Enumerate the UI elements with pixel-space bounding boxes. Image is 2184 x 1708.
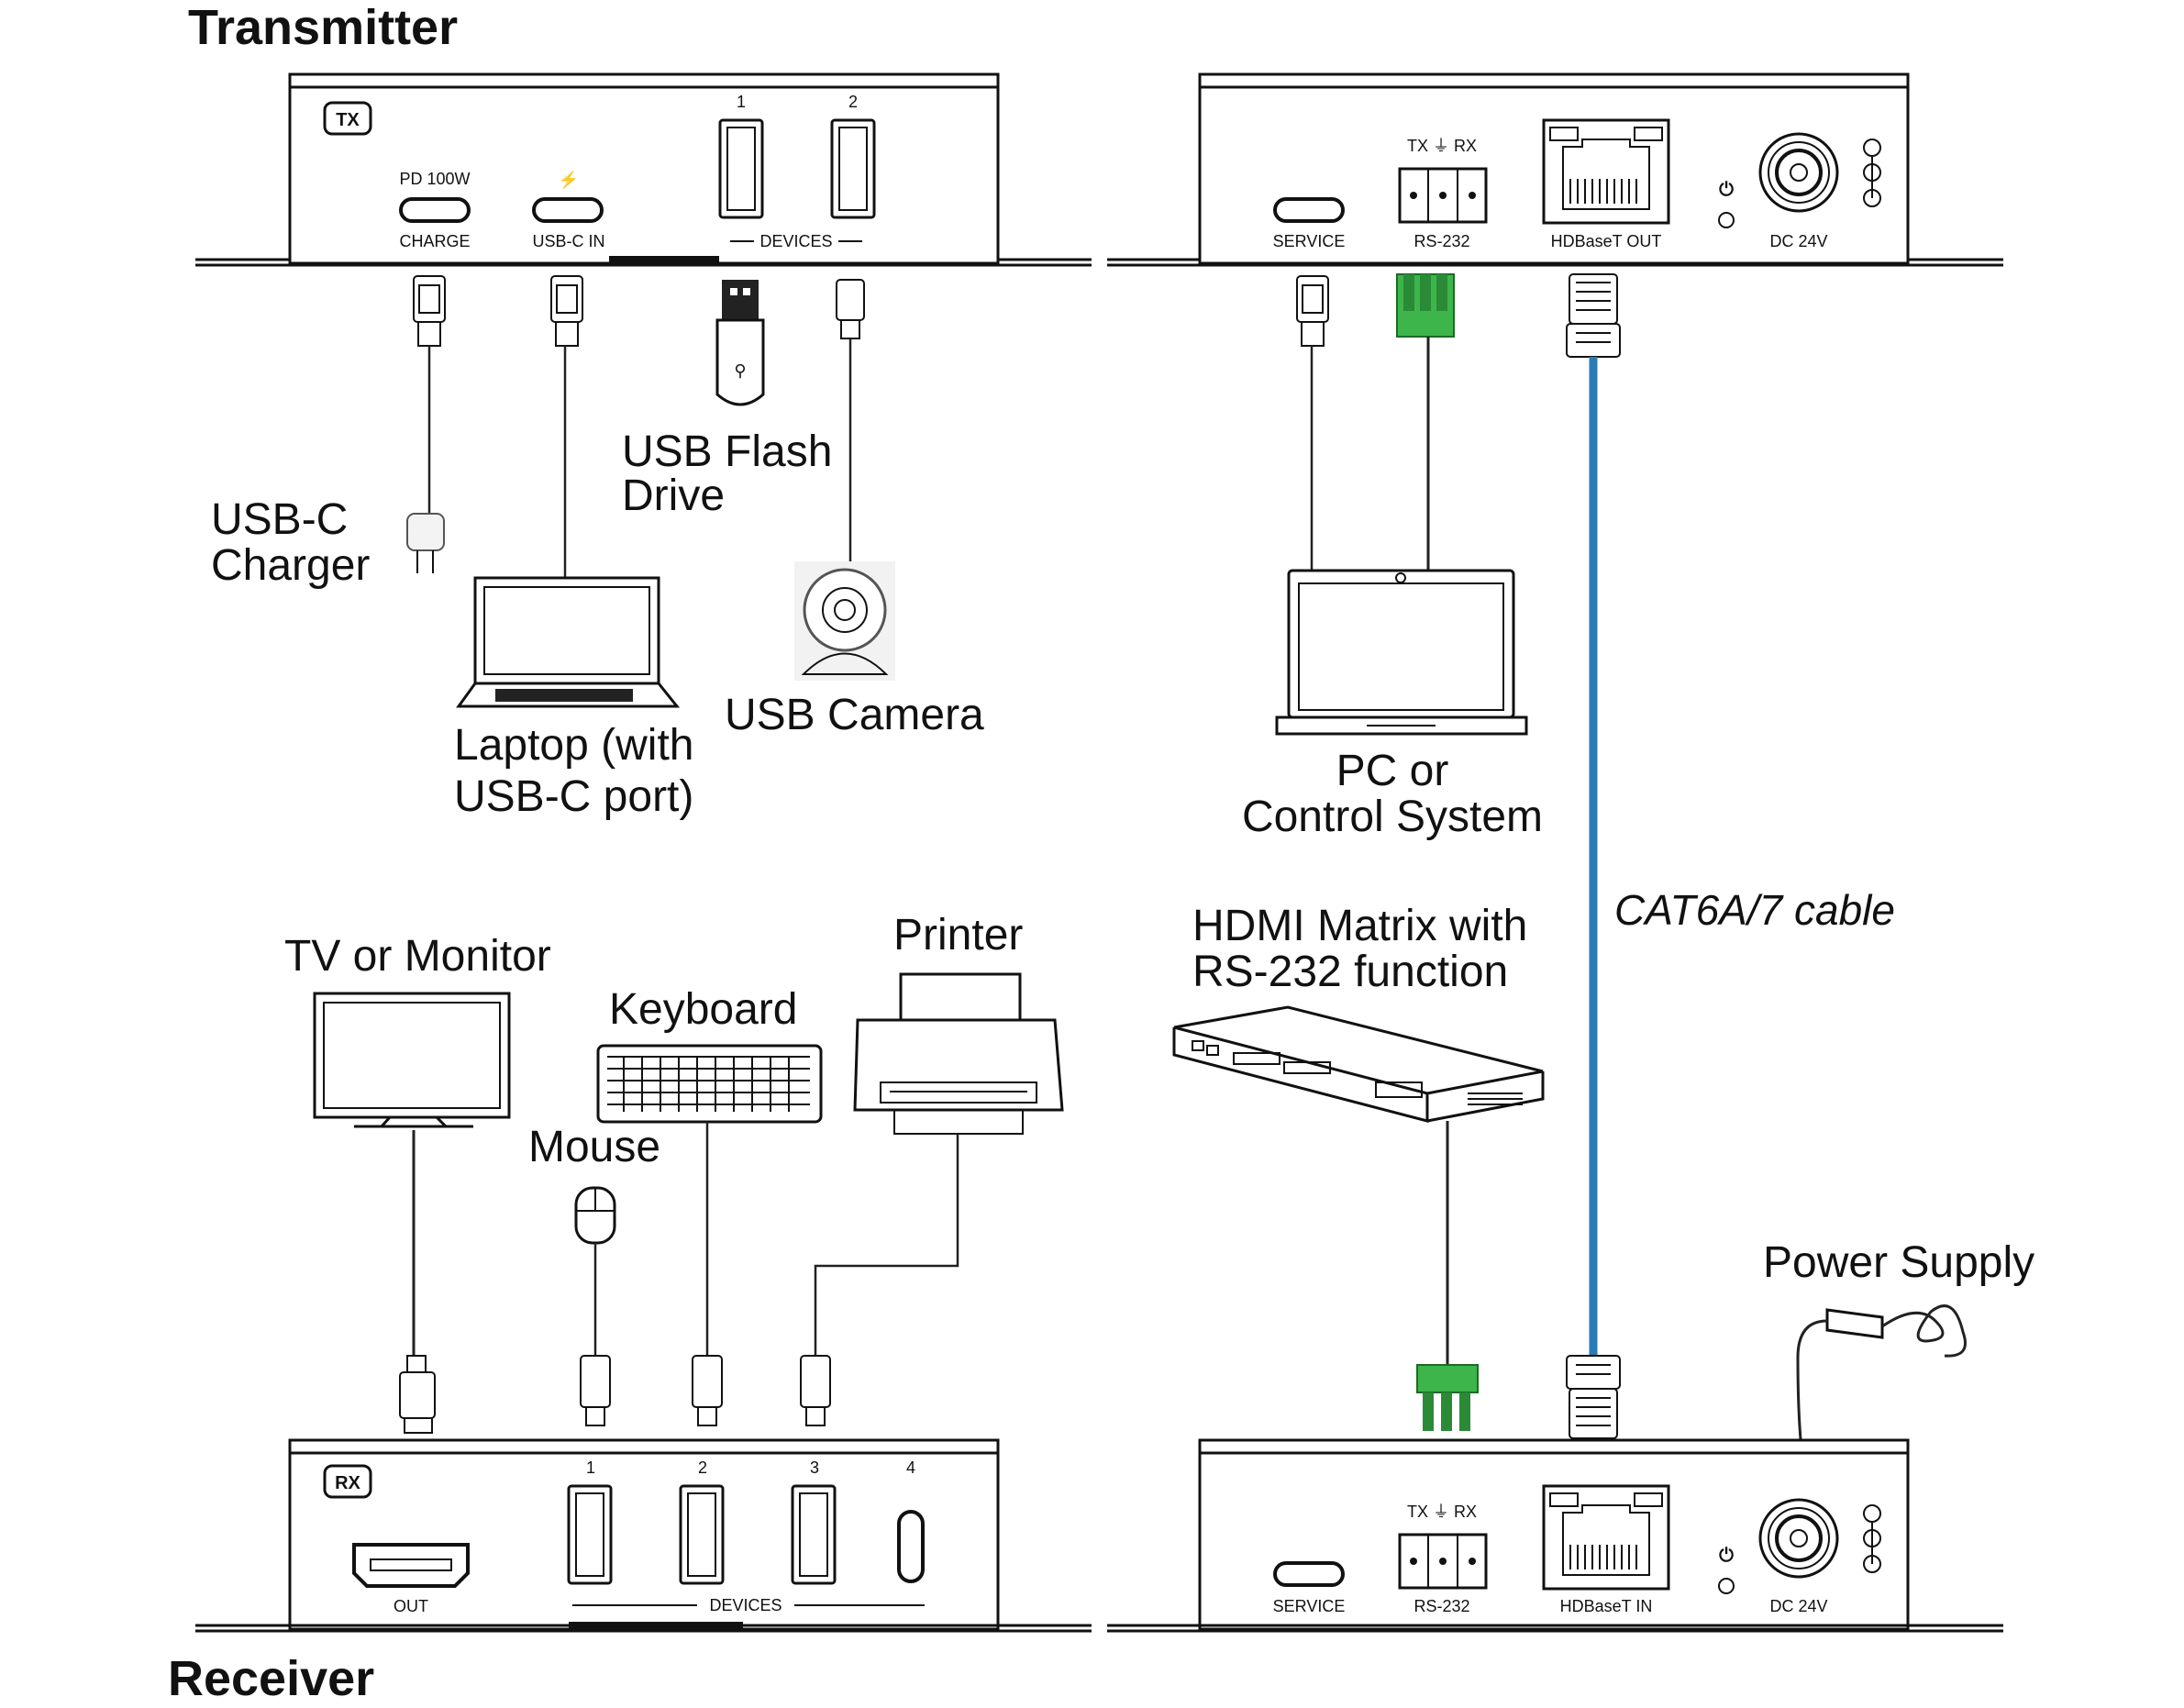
tx-front-panel: TX PD 100W CHARGE ⚡ USB-C IN 1 2 DEVICES: [195, 72, 1092, 267]
tx-usb-a-port-1-icon: [718, 118, 764, 219]
cat6-cable-label: CAT6A/7 cable: [1614, 886, 1895, 934]
tv-label: TV or Monitor: [284, 932, 551, 981]
usb-flash-label-line2: Drive: [622, 471, 725, 520]
rx-out-label: OUT: [394, 1597, 428, 1615]
mouse-icon: [574, 1186, 616, 1245]
rx-service-port-icon: [1273, 1561, 1345, 1587]
tx-rj45-port-icon: [1542, 118, 1670, 225]
rx-back-panel: SERVICE TX ⏚ RX RS-232 HDBaseT IN ⏻ DC 2…: [1107, 1438, 2003, 1633]
tx-service-port-icon: [1273, 197, 1345, 223]
tx-badge-text: TX: [336, 110, 360, 130]
laptop-cable: [550, 275, 583, 578]
rx-power-symbol-icon: ⏻: [1719, 1546, 1734, 1566]
usbc-charge-port-icon: [399, 197, 471, 223]
lightning-icon: ⚡: [559, 170, 579, 190]
rx-port-4-label: 4: [906, 1458, 915, 1477]
rx-indicator-icon: [1718, 1578, 1735, 1594]
keyboard-label: Keyboard: [609, 985, 797, 1034]
rx-usb-a-port-3-icon: [791, 1484, 837, 1585]
hdmi-matrix-label-line1: HDMI Matrix with: [1192, 902, 1527, 950]
usb-camera-icon: [794, 561, 895, 681]
rx-badge: [323, 1464, 372, 1499]
pc-usbc-cable: [1296, 275, 1329, 571]
rx-usb-a-port-2-icon: [679, 1484, 725, 1585]
usbc-in-label: USB-C IN: [532, 232, 604, 250]
matrix-rs232-cable: [1416, 1121, 1479, 1431]
rx-port-2-label: 2: [698, 1458, 707, 1477]
printer-icon: [853, 972, 1064, 1135]
pc-rs232-cable: [1396, 273, 1455, 571]
tx-rs232-terminal-icon: [1398, 167, 1488, 224]
rx-rs232-pins-label: TX ⏚ RX: [1407, 1503, 1477, 1521]
tx-service-label: SERVICE: [1273, 232, 1346, 250]
rx-usb-plugs: [580, 1355, 831, 1426]
svg-text:⚲: ⚲: [734, 361, 746, 380]
power-supply-label: Power Supply: [1763, 1238, 2034, 1287]
laptop-icon: [456, 576, 681, 708]
rx-usb-a-port-1-icon: [567, 1484, 613, 1585]
tv-hdmi-cable: [399, 1130, 436, 1434]
charge-label: CHARGE: [399, 232, 470, 250]
usb-flash-label-line1: USB Flash: [622, 427, 832, 476]
printer-label: Printer: [893, 911, 1023, 959]
usbc-charger-label-line1: USB-C: [211, 495, 348, 544]
polarity-minus-icon: [1863, 189, 1881, 207]
pc-icon: [1275, 569, 1528, 736]
rx-badge-text: RX: [335, 1473, 360, 1493]
tx-devices-label: DEVICES: [759, 232, 832, 250]
laptop-label-line2: USB-C port): [454, 772, 693, 821]
tx-port-2-label: 2: [848, 93, 858, 111]
hdmi-out-port-icon: [352, 1543, 470, 1588]
tx-usb-a-port-2-icon: [830, 118, 876, 219]
rx-usbc-port-4-icon: [897, 1510, 925, 1583]
tx-hdbaset-label: HDBaseT OUT: [1551, 232, 1662, 250]
rx-service-label: SERVICE: [1273, 1597, 1346, 1615]
tx-rs232-pins-label: TX ⏚ RX: [1407, 137, 1477, 155]
laptop-label-line1: Laptop (with: [454, 721, 694, 770]
power-symbol-icon: ⏻: [1719, 180, 1734, 200]
rj45-plug-bottom-icon: [1569, 1388, 1618, 1439]
mouse-label: Mouse: [528, 1123, 660, 1171]
usb-camera-cable: [836, 279, 865, 561]
transmitter-title: Transmitter: [188, 0, 458, 55]
rx-port-3-label: 3: [810, 1458, 819, 1477]
hdmi-matrix-label-line2: RS-232 function: [1192, 948, 1508, 996]
receiver-title: Receiver: [168, 1651, 374, 1706]
rx-dc-label: DC 24V: [1769, 1597, 1827, 1615]
indicator-icon: [1718, 212, 1735, 228]
usbc-charger-label-line2: Charger: [211, 541, 370, 590]
tx-badge: [323, 101, 372, 136]
rx-port-1-label: 1: [586, 1458, 595, 1477]
pc-label-line2: Control System: [1242, 793, 1543, 841]
rx-polarity-minus-icon: [1863, 1555, 1881, 1573]
rx-rs232-label: RS-232: [1414, 1597, 1469, 1615]
pd-label: PD 100W: [399, 170, 470, 188]
hdmi-matrix-icon: [1172, 1005, 1545, 1123]
usb-flash-drive-icon: ⚲: [715, 280, 765, 406]
rx-rs232-terminal-icon: [1398, 1533, 1488, 1590]
tx-rs232-label: RS-232: [1414, 232, 1469, 250]
usbc-charger-icon: [406, 513, 445, 551]
tx-port-1-label: 1: [737, 93, 746, 111]
usbc-charger-cable: [406, 275, 446, 573]
keyboard-icon: [596, 1044, 823, 1124]
tv-monitor-icon: [313, 992, 511, 1128]
pc-label-line1: PC or: [1336, 747, 1449, 795]
tx-dc-label: DC 24V: [1769, 232, 1827, 250]
rx-front-panel: RX OUT 1 2 3 4 DEVICES: [195, 1438, 1092, 1633]
usbc-in-port-icon: [532, 197, 604, 223]
tx-dc-jack-icon: [1758, 132, 1839, 213]
rx-rj45-port-icon: [1542, 1484, 1670, 1591]
rx-dc-jack-icon: [1758, 1498, 1839, 1579]
tx-back-panel: SERVICE TX ⏚ RX RS-232 HDBaseT OUT ⏻ DC …: [1107, 72, 2003, 267]
usb-camera-label: USB Camera: [725, 691, 984, 739]
rx-hdbaset-label: HDBaseT IN: [1560, 1597, 1653, 1615]
cat6-cable: [1566, 273, 1621, 1439]
rx-devices-label: DEVICES: [709, 1596, 782, 1614]
